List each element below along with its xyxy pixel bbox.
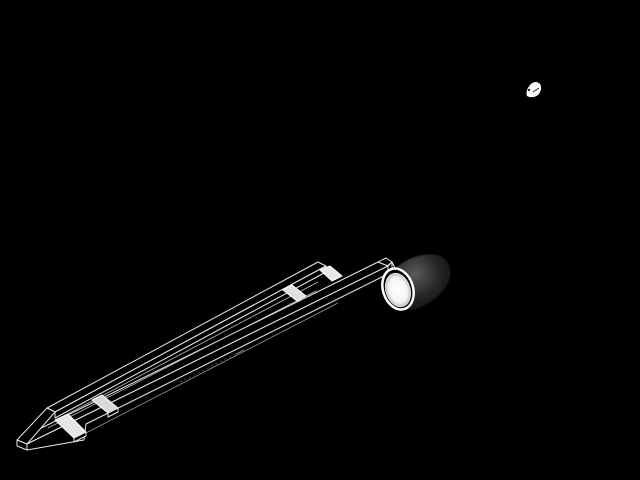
ladder-frame: [16, 257, 393, 451]
moon-sphere: [526, 82, 542, 98]
bucket: [381, 254, 451, 311]
